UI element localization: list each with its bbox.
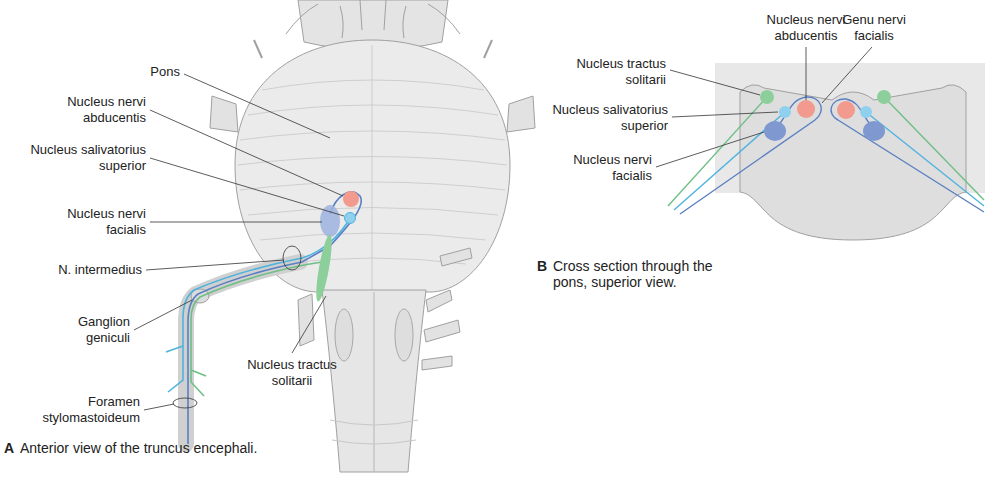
leader-lines-part <box>670 70 760 95</box>
section-fibres-part <box>831 99 984 212</box>
section-nuclei-part <box>877 90 891 104</box>
medulla-illustration-part <box>424 320 460 342</box>
structure-label: Nucleus tractus solitarii <box>546 56 666 88</box>
leader-lines-part <box>150 110 343 196</box>
pons-illustration-part <box>262 80 484 90</box>
leader-lines <box>134 47 872 410</box>
section-nuclei-part <box>764 121 786 141</box>
nucleus-shapes-part <box>313 234 335 303</box>
pons-illustration-part <box>507 96 535 132</box>
section-nuclei-part <box>860 106 872 118</box>
nucleus-shapes <box>313 191 359 302</box>
structure-label: Nucleus salivatorius superior <box>530 102 668 134</box>
medulla-illustration-part <box>322 290 426 472</box>
structure-label: Nucleus nervi facialis <box>552 152 652 184</box>
section-nuclei-part <box>863 121 885 141</box>
nerve-fibres-part <box>188 192 361 444</box>
leader-lines-part <box>822 47 872 103</box>
annotation-rings-part <box>283 246 301 270</box>
leader-lines-part <box>656 132 764 167</box>
structure-label: Nucleus nervi abducentis <box>26 94 146 126</box>
leader-lines-part <box>134 300 192 330</box>
nerve-fibres <box>166 192 361 444</box>
diencephalon-stub-part <box>428 4 460 34</box>
pons-section-part <box>740 85 966 240</box>
section-nuclei-part <box>797 100 815 118</box>
leader-lines-part <box>146 260 284 270</box>
panel-letter: B <box>537 258 551 274</box>
nucleus-shapes-part <box>343 191 359 207</box>
diencephalon-stub-part <box>340 6 343 38</box>
structure-label: Nucleus salivatorius superior <box>8 142 146 174</box>
pons-illustration-part <box>248 105 498 115</box>
pons-illustration-part <box>240 131 505 140</box>
leader-lines-part <box>806 47 807 100</box>
nerve-fibres-part <box>166 346 183 352</box>
structure-label: Pons <box>120 64 180 80</box>
pons-illustration-part <box>372 45 373 290</box>
section-nuclei-part <box>760 90 774 104</box>
pons-illustration-part <box>238 157 507 166</box>
leader-lines-part <box>144 404 174 410</box>
annotation-rings-part <box>173 398 197 408</box>
structure-label: Nucleus nervi facialis <box>46 206 146 238</box>
structure-label: Foramen stylomastoideum <box>20 394 140 426</box>
facial-canal-part <box>186 262 300 444</box>
pons-illustration-part <box>254 40 492 58</box>
nucleus-shapes-part <box>345 213 356 224</box>
medulla-illustration-part <box>426 290 452 312</box>
structure-label: Genu nervi facialis <box>832 12 916 44</box>
medulla-illustration-part <box>330 420 418 444</box>
leader-lines-part <box>292 296 326 353</box>
nerve-fibres-part <box>191 370 206 376</box>
medulla-illustration-part <box>440 248 472 266</box>
panel-caption: Anterior view of the truncus encephali. <box>20 440 257 456</box>
pons-illustration-part <box>210 96 238 132</box>
leader-lines-part <box>184 74 330 138</box>
section-fibres-part <box>884 97 984 200</box>
panel-caption: Cross section through the pons, superior… <box>553 258 727 290</box>
section-fibres <box>668 97 984 214</box>
panel-letter: A <box>4 440 18 456</box>
pons-illustration-part <box>248 208 498 216</box>
section-fibres-part <box>674 112 785 210</box>
facial-canal <box>186 262 300 444</box>
section-nuclei <box>760 90 891 141</box>
leader-lines-part <box>150 222 322 223</box>
medulla-illustration-part <box>395 309 413 361</box>
structure-label: N. intermedius <box>58 262 142 278</box>
nerve-fibres-part <box>168 218 350 392</box>
diencephalon-stub-part <box>403 6 406 38</box>
leader-lines-part <box>150 158 344 216</box>
leader-lines-part <box>672 112 778 117</box>
section-fibres-part <box>680 97 821 214</box>
section-nuclei-part <box>837 101 855 119</box>
section-fibres-part <box>866 112 984 206</box>
medulla-illustration-part <box>374 292 375 472</box>
medulla-illustration-part <box>335 309 353 361</box>
pons-illustration-part <box>260 233 486 240</box>
medulla-illustration-part <box>422 356 452 370</box>
section-nuclei-part <box>779 106 791 118</box>
pons-section <box>715 63 985 240</box>
structure-label: Ganglion geniculi <box>60 314 130 346</box>
diencephalon-stub-part <box>286 4 318 34</box>
pons-illustration <box>210 40 535 292</box>
pons-illustration-part <box>240 182 505 190</box>
structure-label: Nucleus nervi abducentis <box>756 12 856 44</box>
structure-label: Nucleus tractus solitarii <box>240 357 344 389</box>
diencephalon-stub-part <box>360 0 386 30</box>
